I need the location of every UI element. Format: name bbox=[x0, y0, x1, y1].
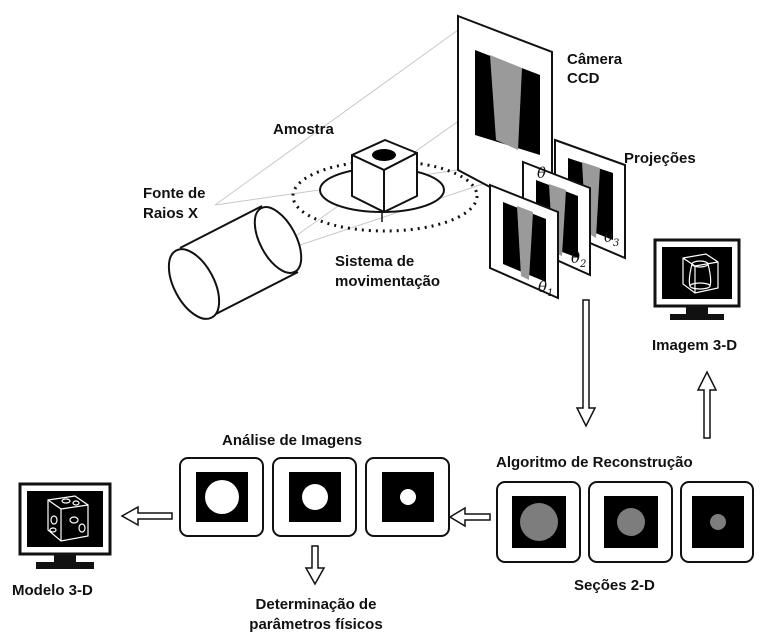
fonte-label-line2: Raios X bbox=[143, 205, 198, 222]
arrow-sections-to-analysis bbox=[448, 506, 491, 528]
projection-panel-1 bbox=[489, 183, 559, 300]
sample-cube bbox=[351, 139, 418, 213]
arrow-analysis-to-parameters bbox=[304, 545, 326, 586]
amostra-label: Amostra bbox=[273, 121, 335, 138]
ccd-camera bbox=[457, 14, 553, 222]
theta-2-label: θ2 bbox=[571, 249, 586, 270]
camera-label-line2: CCD bbox=[567, 70, 600, 87]
analise-label: Análise de Imagens bbox=[222, 432, 362, 449]
projecoes-label: Projeções bbox=[624, 150, 696, 167]
model-3d-monitor bbox=[18, 482, 112, 569]
camera-label-line1: Câmera bbox=[567, 51, 623, 68]
secoes-label: Seções 2-D bbox=[574, 577, 655, 594]
sistema-label-line1: Sistema de bbox=[335, 253, 414, 270]
theta-3-label: θ3 bbox=[604, 228, 619, 249]
section-panel-3 bbox=[680, 481, 754, 563]
modelo3d-label: Modelo 3-D bbox=[12, 582, 93, 599]
arrow-analysis-to-model bbox=[120, 505, 173, 527]
section-panel-1 bbox=[496, 481, 581, 563]
section-panel-2 bbox=[588, 481, 673, 563]
theta-camera-label: θ bbox=[537, 164, 546, 182]
arrow-algorithm-to-image3d bbox=[696, 370, 718, 439]
algoritmo-label: Algoritmo de Reconstrução bbox=[496, 454, 693, 471]
image-3d-monitor bbox=[653, 238, 741, 320]
analysis-panel-2 bbox=[272, 457, 357, 537]
xray-source-cylinder bbox=[167, 205, 303, 320]
fonte-label-line1: Fonte de bbox=[143, 185, 206, 202]
analysis-panel-1 bbox=[179, 457, 264, 537]
imagem3d-label: Imagem 3-D bbox=[652, 337, 737, 354]
sistema-label-line2: movimentação bbox=[335, 273, 440, 290]
theta-1-label: θ1 bbox=[538, 278, 553, 299]
determinacao-label-line1: Determinação de bbox=[256, 596, 377, 613]
determinacao-label-line2: parâmetros físicos bbox=[249, 616, 382, 633]
arrow-projections-to-algorithm bbox=[575, 299, 597, 428]
analysis-panel-3 bbox=[365, 457, 450, 537]
